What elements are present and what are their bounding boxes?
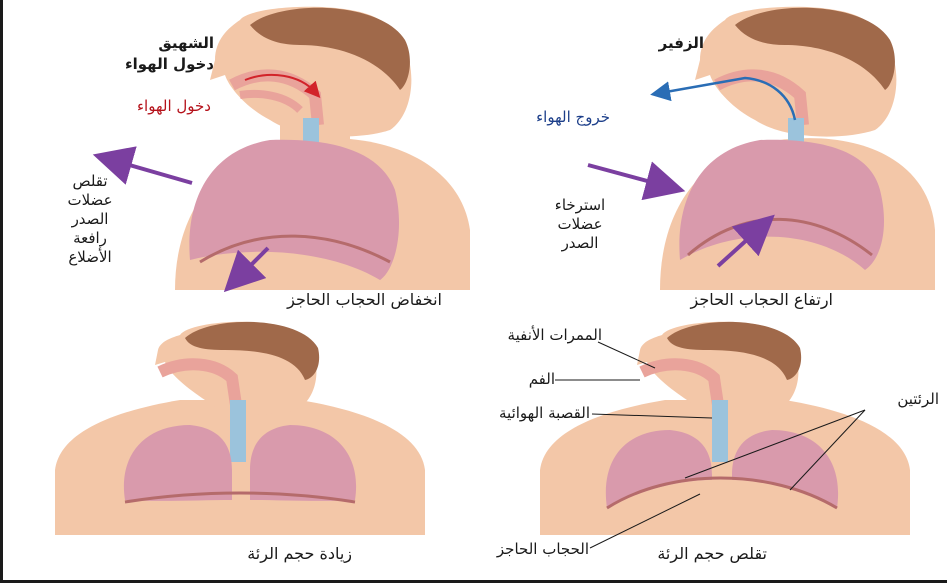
trachea-label: القصبة الهوائية xyxy=(499,404,590,422)
nasal-passages-label: الممرات الأنفية xyxy=(508,326,602,344)
lung-increase-caption: زيادة حجم الرئة xyxy=(247,544,352,563)
increase-trachea xyxy=(230,400,246,462)
muscle-arrow-icon xyxy=(588,165,666,186)
inhale-muscle-label: تقلص عضلات الصدر رافعة الأضلاع xyxy=(40,172,140,267)
inhale-title: الشهيق xyxy=(158,34,214,52)
inhale-subtitle: دخول الهواء xyxy=(125,55,214,73)
lung-decrease-figure xyxy=(540,322,910,548)
mouth-label: الفم xyxy=(529,370,555,388)
exhale-title: الزفير xyxy=(659,34,704,52)
exhale-caption: ارتفاع الحجاب الحاجز xyxy=(691,290,833,309)
decrease-trachea xyxy=(712,400,728,462)
exhale-air-label: خروج الهواء xyxy=(536,108,610,126)
diaphragm-label: الحجاب الحاجز xyxy=(497,540,589,558)
exhale-figure xyxy=(588,7,935,290)
inhale-caption: انخفاض الحجاب الحاجز xyxy=(287,290,442,309)
inhale-air-label: دخول الهواء xyxy=(137,97,211,115)
lung-decrease-caption: تقلص حجم الرئة xyxy=(657,544,767,563)
lung-increase-figure xyxy=(55,322,425,535)
lungs-label: الرئتين xyxy=(897,390,939,408)
exhale-muscle-label: استرخاء عضلات الصدر xyxy=(535,196,625,253)
